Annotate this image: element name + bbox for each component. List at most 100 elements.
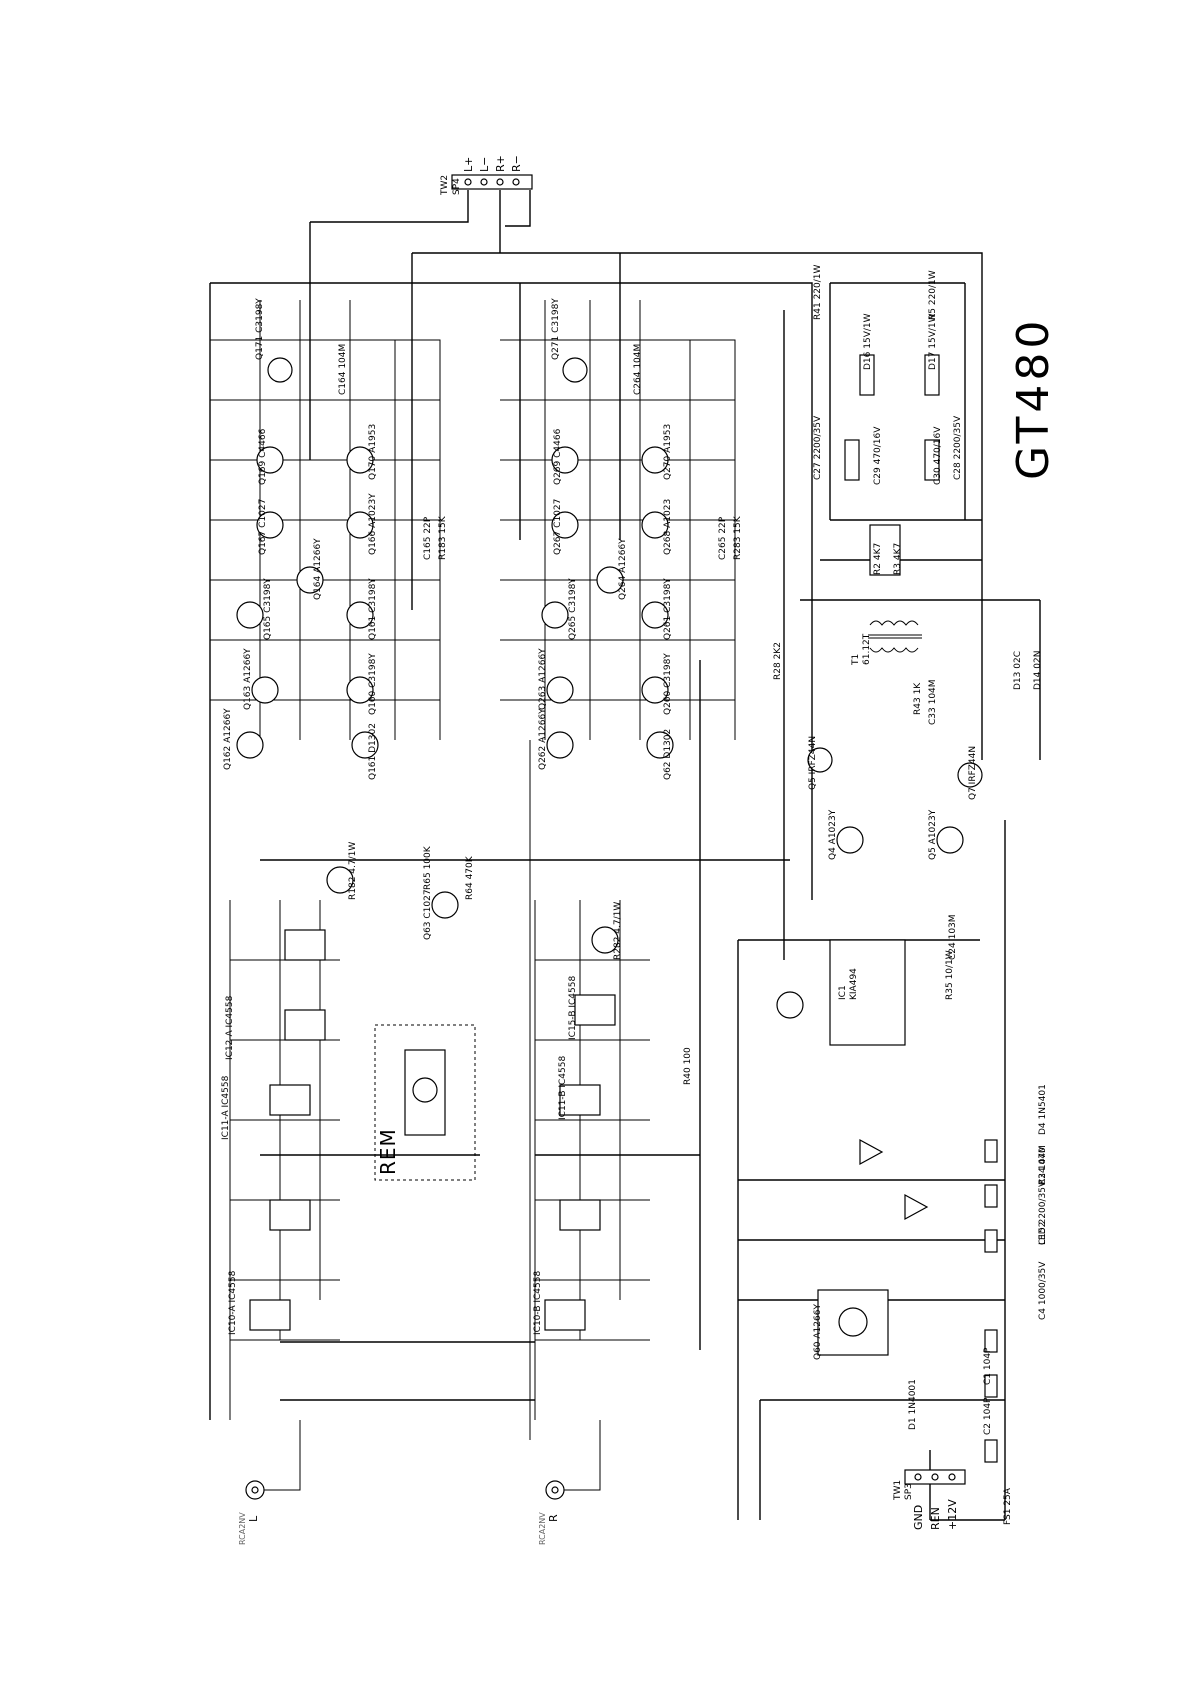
component-label: C164 104M xyxy=(338,344,348,395)
component-label: Q165 C3198Y xyxy=(263,578,273,640)
terminal-ren: REN xyxy=(929,1507,942,1530)
key-labels: FS1 25A T1 61.12T IC1 KIA494 xyxy=(838,633,1013,1525)
right-transistors xyxy=(541,357,674,954)
component-label: Q161 C3198Y xyxy=(368,578,378,640)
component-label: C33 104M xyxy=(928,679,938,725)
component-label: C24 103M xyxy=(948,914,958,960)
component-label: Q160 C3198Y xyxy=(368,653,378,715)
component-label: C28 2200/35V xyxy=(953,415,963,480)
component-label: Q261 C3198Y xyxy=(663,578,673,640)
terminal-r-minus: R− xyxy=(510,155,523,172)
component-label: IC11-A IC4558 xyxy=(221,1075,231,1140)
component-label: Q60 A1266Y xyxy=(813,1304,823,1360)
component-label: R41 220/1W xyxy=(813,264,823,320)
component-label: C27 2200/35V xyxy=(813,415,823,480)
component-label: Q164 A1266Y xyxy=(313,538,323,600)
power-connector-type: SP3 xyxy=(904,1483,914,1500)
component-label: D13 02C xyxy=(1013,651,1023,690)
component-label: C3 104M xyxy=(1038,1145,1048,1185)
component-label: IC10-B IC4558 xyxy=(533,1271,543,1335)
remote-box: REM xyxy=(374,1024,476,1181)
component-label: Q268 A1023 xyxy=(663,499,673,555)
left-preamp xyxy=(229,900,340,1420)
component-label: Q171 C3198Y xyxy=(255,298,265,360)
component-label: C15 2200/35V xyxy=(1038,1180,1048,1245)
left-transistors xyxy=(236,357,459,919)
component-label: R40 100 xyxy=(683,1047,693,1085)
component-label: D16 15V/1W xyxy=(863,313,873,370)
component-label: C265 22P xyxy=(718,516,728,560)
component-label: C1 104P xyxy=(983,1347,993,1385)
rca-inputs: L RCA2NV R RCA2NV xyxy=(238,1420,601,1545)
ic1-ref: IC1 xyxy=(838,985,848,1000)
terminal-gnd: GND xyxy=(912,1505,925,1530)
input-left-type: RCA2NV xyxy=(238,1512,247,1545)
power-terminals: GND REN +12V TW1 SP3 xyxy=(893,1469,966,1530)
component-label: Q260 C3198Y xyxy=(663,653,673,715)
component-label: IC15-B IC4558 xyxy=(568,976,578,1040)
component-label: Q162 A1266Y xyxy=(223,708,233,770)
component-label: C2 104P xyxy=(983,1397,993,1435)
component-label: Q169 C4466 xyxy=(258,428,268,485)
component-label: Q270 A1953 xyxy=(663,424,673,480)
component-label: R2 4K7 xyxy=(873,543,883,575)
left-output-stage xyxy=(210,300,441,740)
component-label: Q167 C1027 xyxy=(258,499,268,555)
component-label: C29 470/16V xyxy=(873,426,883,485)
component-label: Q170 A1953 xyxy=(368,424,378,480)
right-preamp xyxy=(534,900,650,1420)
component-label: R28 2K2 xyxy=(773,642,783,680)
component-label: R43 1K xyxy=(913,682,923,715)
component-label: Q166 A1023Y xyxy=(368,493,378,555)
component-label: R3 4K7 xyxy=(893,543,903,575)
component-label: Q4 A1023Y xyxy=(828,809,838,860)
speaker-connector-ref: TW2 xyxy=(440,175,450,196)
component-label: IC11-B IC4558 xyxy=(558,1056,568,1120)
right-output-stage xyxy=(500,300,736,1440)
component-label: R283 15K xyxy=(733,515,743,560)
component-label: Q265 C3198Y xyxy=(568,578,578,640)
input-right-type: RCA2NV xyxy=(538,1512,547,1545)
component-label: Q163 A1266Y xyxy=(243,648,253,710)
terminal-l-plus: L+ xyxy=(462,157,475,172)
component-label: Q269 C4466 xyxy=(553,428,563,485)
component-label: R65 100K xyxy=(423,845,433,890)
speaker-connector-type: SP4 xyxy=(452,178,462,195)
transformer-type: 61.12T xyxy=(862,633,872,665)
main-wiring xyxy=(209,190,1041,1521)
speaker-terminals: L+ L− R+ R− TW2 SP4 xyxy=(440,155,533,196)
component-label: R24 470 xyxy=(1038,1147,1048,1185)
transformer-ref: T1 xyxy=(851,654,861,666)
fuse-label: FS1 25A xyxy=(1003,1487,1013,1525)
component-label: R182 4.7/1W xyxy=(348,842,358,900)
component-label: Q5 IRFZ44N xyxy=(808,736,818,790)
power-connector-ref: TW1 xyxy=(893,1480,903,1501)
component-label: R35 10/1W xyxy=(945,950,955,1000)
component-label: R282 4.7/1W xyxy=(613,902,623,960)
component-label: Q62 D1302 xyxy=(663,729,673,780)
component-label: R64 470K xyxy=(465,855,475,900)
component-label: IC12-A IC4558 xyxy=(225,995,235,1060)
component-label: D4 1N5401 xyxy=(1038,1084,1048,1135)
component-label: C264 104M xyxy=(633,344,643,395)
power-supply xyxy=(776,354,998,1463)
component-label: Q263 A1266Y xyxy=(538,648,548,710)
component-label: D14 02N xyxy=(1033,651,1043,690)
component-label: IC10-A IC4558 xyxy=(228,1270,238,1335)
component-label: Q7 IRFZ44N xyxy=(968,746,978,800)
terminal-12v: +12V xyxy=(946,1499,959,1530)
component-label: Q271 C3198Y xyxy=(551,298,561,360)
component-label: Q267 C1027 xyxy=(553,499,563,555)
component-label: Q264 A1266Y xyxy=(618,538,628,600)
component-label: C4 1000/35V xyxy=(1038,1261,1048,1320)
ic1-type: KIA494 xyxy=(849,968,859,1000)
component-label: R5 220/1W xyxy=(928,270,938,320)
component-label: LED2 xyxy=(1038,1222,1048,1245)
terminal-l-minus: L− xyxy=(478,157,491,172)
component-label: Q5 A1023Y xyxy=(928,809,938,860)
